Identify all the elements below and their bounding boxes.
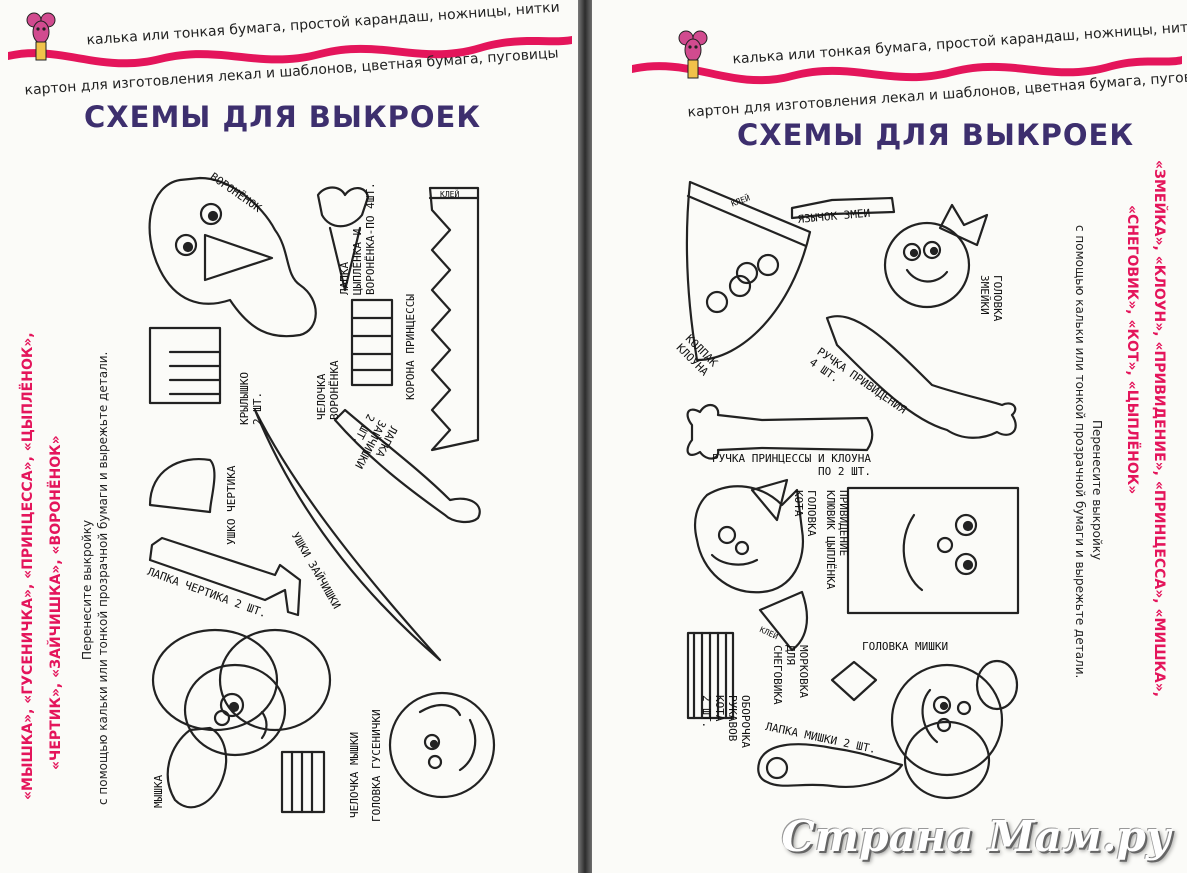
crow-bangs (350, 298, 394, 387)
crow-head (148, 176, 317, 338)
instruction-left-1: Перенесите выкройку (80, 519, 94, 660)
label-morkovka: МОРКОВКА ДЛЯ СНЕГОВИКА (771, 645, 810, 705)
hare-paw (333, 408, 481, 524)
label-golovka-kota: ГОЛОВКА КОТА (792, 490, 818, 537)
label-golovka-zmeiki: ГОЛОВКА ЗМЕЙКИ (978, 275, 1004, 322)
carrot (758, 590, 809, 652)
mouse-mascot-icon (26, 12, 56, 61)
chick-foot (316, 186, 370, 228)
label-krylyshko: КРЫЛЫШКО 2 ШТ. (238, 372, 264, 425)
ribbon-wave (8, 36, 572, 68)
bunny-ears (253, 408, 442, 662)
mouse-cutout (151, 628, 332, 809)
snake-head (883, 221, 971, 309)
book-gutter (578, 0, 592, 873)
toy-list-right-2: «СНЕГОВИК», «КОТ», «ЦЫПЛЁНОК» (1124, 205, 1140, 495)
chick-beak (830, 660, 878, 702)
label-korona: КОРОНА ПРИНЦЕССЫ (404, 294, 417, 400)
imp-ear (148, 458, 216, 514)
label-klei-left: КЛЕЙ (440, 190, 460, 199)
right-page-drawings (632, 30, 1182, 800)
princess-arm (686, 403, 874, 460)
label-oborochka: ОБОРОЧКА РУКАВОВ КОТА 2 ШТ. (700, 695, 752, 748)
bear-paw (757, 743, 904, 788)
clown-hat (685, 180, 812, 362)
mouse-mascot-icon (678, 30, 708, 79)
label-lapka-tsyplenka: ЛАПКА ЦЫПЛЁНКА И ВОРОНЁНКА-ПО 4ШТ. (338, 182, 377, 295)
label-golovka-mishki: ГОЛОВКА МИШКИ (862, 640, 949, 653)
label-ushko-chertika: УШКО ЧЕРТИКА (225, 465, 238, 545)
label-chelochka-voronenka: ЧЕЛОЧКА ВОРОНЁНКА (315, 360, 341, 420)
caterpillar-head (388, 691, 496, 799)
toy-list-left-1: «МЫШКА», «ГУСЕНИЧКА», «ПРИНЦЕССА», «ЦЫПЛ… (20, 332, 36, 800)
ghost-face (846, 486, 1020, 615)
ribbon-wave (632, 56, 1182, 85)
label-ruchka-printsessy: РУЧКА ПРИНЦЕССЫ И КЛОУНА ПО 2 ШТ. (712, 452, 871, 478)
label-myshka: МЫШКА (152, 774, 165, 808)
label-chelochka-myshki: ЧЕЛОЧКА МЫШКИ (348, 731, 361, 818)
bear-head (890, 659, 1019, 800)
page-title-right: СХЕМЫ ДЛЯ ВЫКРОЕК (737, 118, 1135, 152)
watermark-logo: Страна Мам.ру (781, 812, 1171, 861)
imp-leg (148, 536, 302, 617)
instruction-right-1: Перенесите выкройку (1090, 420, 1104, 561)
label-privideniye: ПРИВИДЕНИЕ КЛЮВИК ЦЫПЛЁНКА (824, 490, 850, 590)
cat-head (693, 485, 805, 594)
toy-list-left-2: «ЧЕРТИК», «ЗАЙЧИШКА», «ВОРОНЁНОК» (48, 435, 64, 770)
instruction-left-2: с помощью кальки или тонкой прозрачной б… (96, 351, 110, 805)
left-page-drawings (8, 12, 572, 814)
label-golovka-gusenichki: ГОЛОВКА ГУСЕНИЧКИ (370, 709, 383, 822)
page-title-left: СХЕМЫ ДЛЯ ВЫКРОЕК (84, 100, 482, 134)
toy-list-right-1: «ЗМЕЙКА», «КЛОУН», «ПРИВИДЕНИЕ», «ПРИНЦЕ… (1151, 160, 1167, 698)
princess-crown (428, 186, 480, 452)
ghost-arm (825, 315, 1017, 439)
right-page: калька или тонкая бумага, простой каранд… (592, 0, 1187, 873)
instruction-right-2: с помощью кальки или тонкой прозрачной б… (1073, 225, 1087, 679)
left-page: калька или тонкая бумага, простой каранд… (0, 0, 578, 873)
snake-tongue (790, 196, 896, 220)
